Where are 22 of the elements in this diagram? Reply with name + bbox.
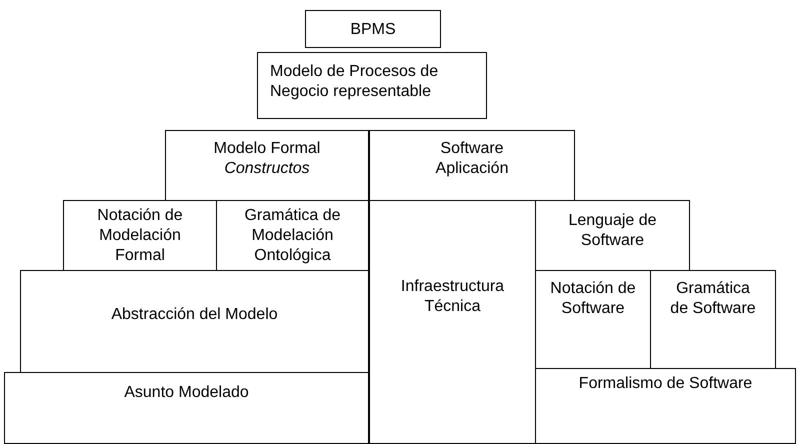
block-label: Abstracción del Modelo	[111, 305, 278, 325]
block-label: Infraestructura Técnica	[400, 277, 506, 317]
block-label: Formalismo de Software	[578, 374, 752, 394]
block-label: Modelo Formal	[214, 139, 320, 159]
pyramid-block	[305, 10, 441, 48]
block-label: Gramática de Software	[669, 279, 757, 319]
pyramid-block	[165, 130, 369, 201]
block-label: Gramática de Modelación Ontológica	[243, 206, 342, 266]
block-label: Notación de Modelación Formal	[96, 206, 184, 266]
pyramid-block	[535, 368, 796, 444]
block-label: Modelo de Procesos de Negocio representable	[270, 62, 440, 102]
pyramid-block	[369, 130, 575, 201]
block-label: BPMS	[350, 20, 396, 40]
block-label: Constructos	[224, 159, 310, 179]
pyramid-block	[20, 270, 369, 373]
pyramid-block	[369, 200, 536, 444]
pyramid-block	[257, 52, 487, 119]
block-label: Asunto Modelado	[124, 383, 249, 403]
block-label: Lenguaje de Software	[567, 211, 658, 251]
pyramid-block	[4, 372, 369, 444]
block-label: Notación de Software	[549, 279, 637, 319]
block-label: Software Aplicación	[434, 139, 510, 179]
